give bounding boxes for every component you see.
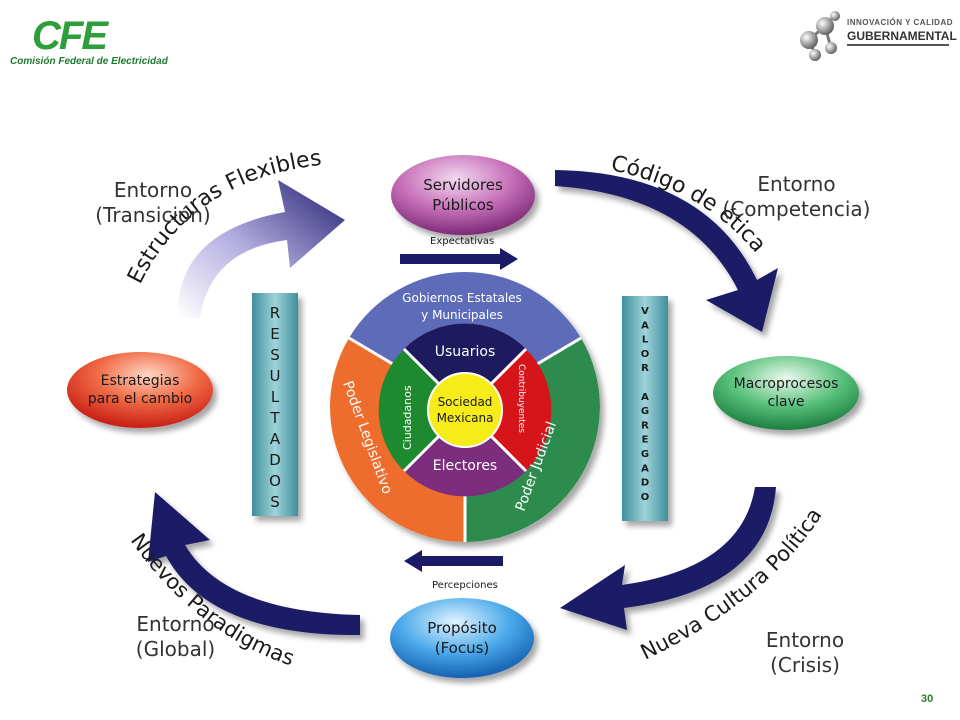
oval-servidores-publicos: Servidores Públicos xyxy=(391,155,535,235)
bar-letter: V xyxy=(641,306,649,317)
arrow-nueva-cultura-politica xyxy=(560,487,776,630)
oval-top-line1: Servidores xyxy=(423,176,503,194)
percepciones-arrow: Percepciones xyxy=(404,550,503,591)
entorno-bl-line1: Entorno xyxy=(136,612,215,636)
bar-letter: S xyxy=(270,346,280,364)
bar-letter: E xyxy=(270,325,279,343)
central-circle: Sociedad Mexicana Gobiernos Estatales y … xyxy=(330,272,600,542)
oval-proposito: Propósito (Focus) xyxy=(390,598,534,678)
entorno-tr-line2: (Competencia) xyxy=(722,197,871,221)
bar-letter: A xyxy=(641,463,649,474)
center-sociedad-mexicana xyxy=(427,372,503,448)
center-line2: Mexicana xyxy=(437,411,494,425)
sector-ciudadanos xyxy=(378,349,465,471)
inner-right-label: Contribuyentes xyxy=(516,364,526,433)
bar-letter: A xyxy=(641,320,649,331)
oval-top-line2: Públicos xyxy=(432,196,494,214)
innovacion-calidad-logo: INNOVACIÓN Y CALIDAD GUBERNAMENTAL xyxy=(795,8,957,63)
expectativas-arrow: Expectativas xyxy=(400,236,518,270)
inner-top-label: Usuarios xyxy=(435,344,496,360)
molecule-icon xyxy=(800,11,840,61)
oval-left-line1: Estrategias xyxy=(101,373,180,389)
oval-estrategias: Estrategias para el cambio xyxy=(67,352,213,428)
oval-right-line2: clave xyxy=(767,394,804,410)
bar-letter: O xyxy=(641,492,650,503)
logo-underline xyxy=(847,44,949,46)
sector-electores xyxy=(404,410,526,497)
bar-letter: D xyxy=(269,451,281,469)
bar-letter: U xyxy=(270,367,281,385)
oval-left-line2: para el cambio xyxy=(88,391,192,407)
oval-right-line1: Macroprocesos xyxy=(734,376,839,392)
entorno-tr-line1: Entorno xyxy=(757,172,836,196)
center-line1: Sociedad xyxy=(438,395,493,409)
bar-letter: L xyxy=(642,335,649,346)
right-arrow-icon xyxy=(400,248,518,270)
bar-letter: E xyxy=(642,435,649,446)
entorno-global: Entorno (Global) xyxy=(118,612,233,662)
bar-letter: R xyxy=(641,363,649,374)
left-arrow-icon xyxy=(404,550,503,572)
inner-bottom-label: Electores xyxy=(433,458,497,474)
cfe-logo-mark: CFE xyxy=(32,14,108,58)
logo-line-1: INNOVACIÓN Y CALIDAD xyxy=(847,18,954,27)
outer-top-line1: Gobiernos Estatales xyxy=(402,291,522,305)
percepciones-label: Percepciones xyxy=(432,580,498,591)
entorno-crisis: Entorno (Crisis) xyxy=(745,628,865,678)
bar-letter: A xyxy=(270,430,281,448)
entorno-bl-line2: (Global) xyxy=(135,637,216,661)
arrow-codigo-de-etica xyxy=(555,170,778,332)
bar-letter: O xyxy=(641,349,650,360)
entorno-competencia: Entorno (Competencia) xyxy=(714,172,879,222)
logo-line-2: GUBERNAMENTAL xyxy=(847,29,957,43)
bar-letter: R xyxy=(270,304,280,322)
oval-macroprocesos: Macroprocesos clave xyxy=(713,356,859,430)
bar-letter: S xyxy=(270,493,280,511)
inner-left-label: Ciudadanos xyxy=(401,385,414,450)
arrow-nuevos-paradigmas xyxy=(148,492,360,636)
entorno-br-line1: Entorno xyxy=(765,628,845,652)
bar-letter: O xyxy=(269,472,281,490)
outer-top-line2: y Municipales xyxy=(421,308,503,322)
expectativas-label: Expectativas xyxy=(430,236,494,247)
bar-letter: G xyxy=(641,406,649,417)
bar-letter: A xyxy=(641,392,649,403)
entorno-tl-line1: Entorno xyxy=(113,178,193,202)
bar-letter: G xyxy=(641,449,649,460)
entorno-transicion: Entorno (Transición) xyxy=(78,178,228,228)
oval-bottom-line1: Propósito xyxy=(427,619,497,637)
arrow-estructuras-flexibles xyxy=(177,180,345,318)
bar-letter: D xyxy=(641,478,649,489)
entorno-tl-line2: (Transición) xyxy=(95,203,211,227)
sector-usuarios xyxy=(404,323,526,410)
sector-contribuyentes xyxy=(465,349,552,471)
bar-letter: T xyxy=(269,409,280,427)
bar-letter: R xyxy=(641,420,649,431)
cfe-logo: CFE Comisión Federal de Electricidad xyxy=(10,10,168,67)
bar-letter: L xyxy=(271,388,280,406)
cfe-logo-subtitle: Comisión Federal de Electricidad xyxy=(10,56,168,67)
oval-bottom-line2: (Focus) xyxy=(435,639,490,657)
entorno-br-line2: (Crisis) xyxy=(770,653,840,677)
page-number: 30 xyxy=(921,693,934,705)
